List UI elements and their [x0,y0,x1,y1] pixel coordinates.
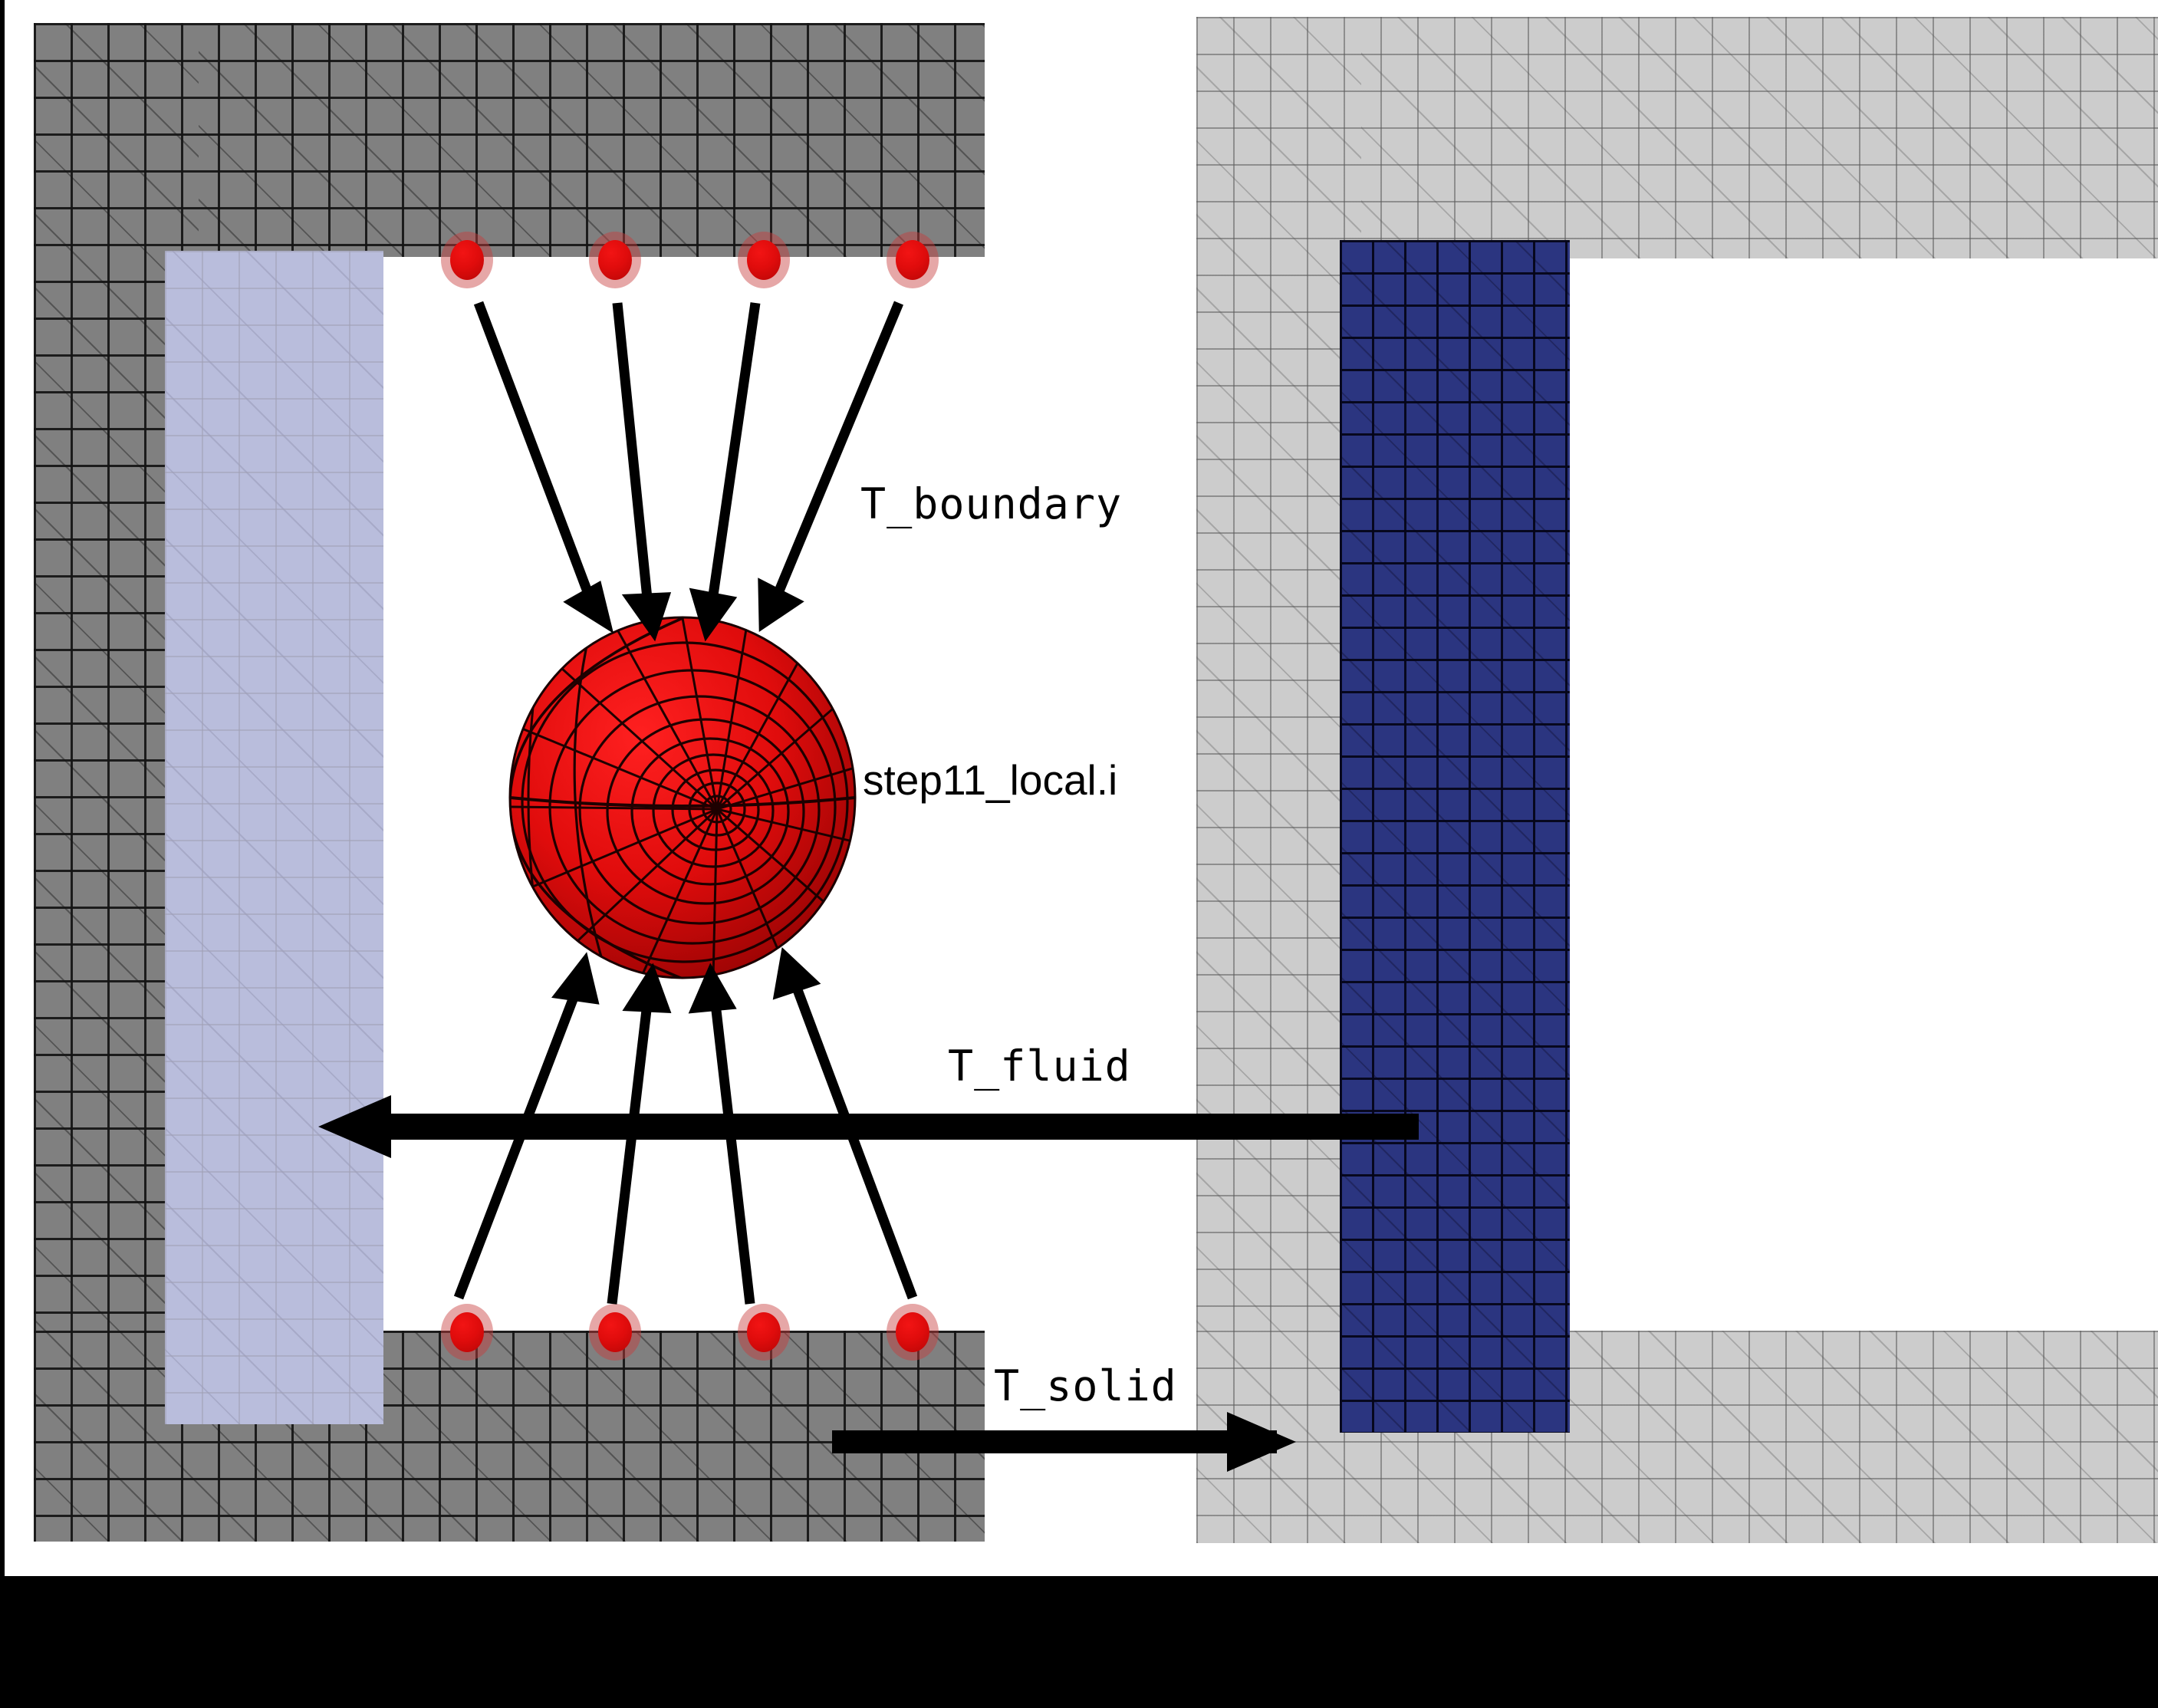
node-sphere-bottom-2 [589,1304,641,1361]
node-sphere-bottom-4 [887,1304,939,1361]
boundary-arrows-group [473,301,904,642]
label-step11-local: step11_local.i [863,756,1118,804]
frame-bottom-bar [0,1576,2158,1708]
fluid-arrows-group [453,946,918,1305]
step11-local-sphere [508,616,857,979]
frame-left-bar [0,0,5,1576]
label-t-solid: T_solid [994,1361,1177,1410]
label-t-fluid: T_fluid [948,1042,1131,1091]
left-mesh-bottom-bar [34,1331,985,1542]
right-solid-block [1340,240,1570,1433]
node-sphere-bottom-3 [738,1304,790,1361]
node-sphere-bottom-1 [441,1304,493,1361]
left-fluid-strip [165,251,383,1424]
label-t-boundary: T_boundary [860,479,1123,528]
node-sphere-top-3 [738,232,790,288]
right-mesh-left-column [1196,17,1361,1543]
node-sphere-top-2 [589,232,641,288]
node-sphere-top-4 [887,232,939,288]
node-sphere-top-1 [441,232,493,288]
